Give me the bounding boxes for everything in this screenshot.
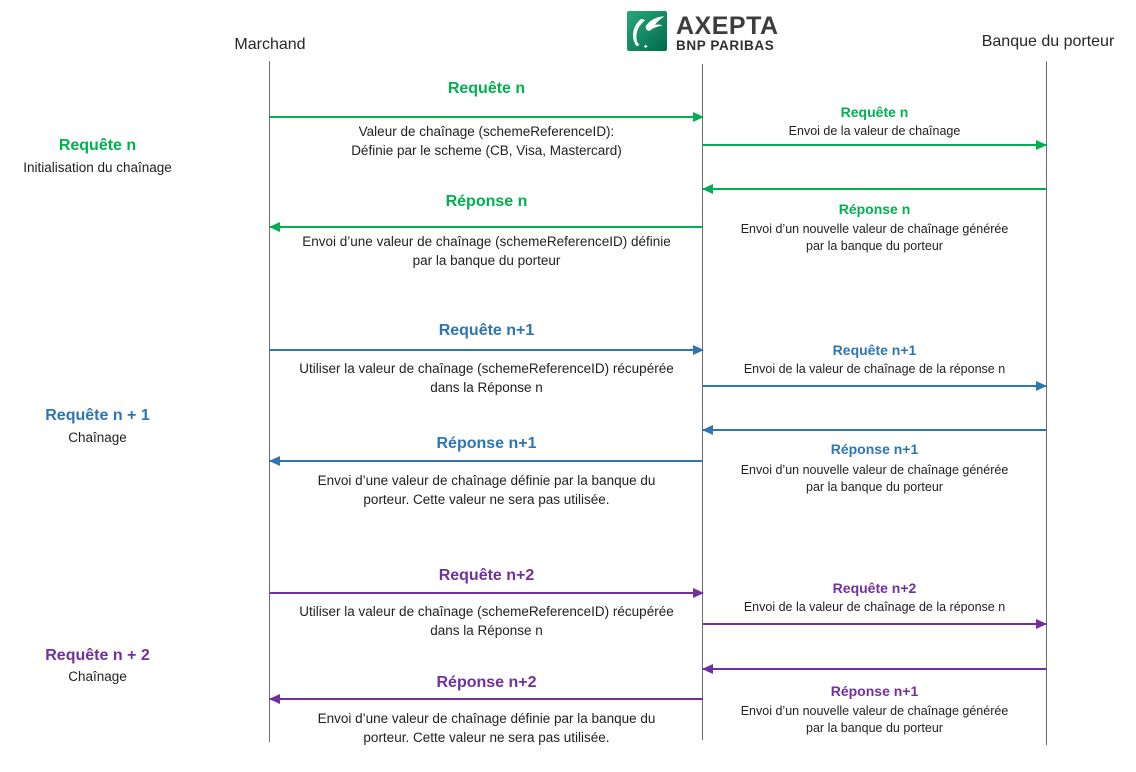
message-title: Requête n+2: [832, 580, 917, 596]
desc-line-1: Envoi d’un nouvelle valeur de chaînage g…: [740, 463, 1009, 477]
desc-line-2: par la banque du porteur: [806, 721, 943, 735]
side-label-requete-n1-subtitle: Chaînage: [68, 430, 127, 445]
arrow-requete-n-axepta-to-bank: [703, 140, 1047, 150]
message-description: Envoi de la valeur de chaînage: [788, 124, 961, 138]
side-label-requete-n2-subtitle: Chaînage: [68, 669, 127, 684]
desc-line-1: Utiliser la valeur de chaînage (schemeRe…: [299, 361, 674, 376]
desc-line-2: dans la Réponse n: [430, 380, 543, 395]
desc-line-2: dans la Réponse n: [430, 623, 543, 638]
axepta-bnp-paribas-logo: AXEPTA BNP PARIBAS: [627, 11, 779, 56]
message-description: Valeur de chaînage (schemeReferenceID): …: [270, 122, 703, 160]
message-title: Réponse n+1: [830, 683, 919, 699]
side-label-requete-n-title: Requête n: [58, 137, 137, 154]
logo-brand-text: AXEPTA: [676, 12, 779, 40]
message-title: Réponse n+1: [830, 441, 919, 457]
actor-merchant-label: Marchand: [234, 36, 306, 53]
lifeline-merchant: [269, 61, 270, 742]
message-title: Réponse n+2: [436, 674, 537, 691]
desc-line-2: par la banque du porteur: [806, 480, 943, 494]
message-description: Envoi d’une valeur de chaînage définie p…: [270, 471, 703, 509]
desc-line-1: Envoi d’un nouvelle valeur de chaînage g…: [740, 222, 1009, 236]
arrow-reponse-n1-bank-to-axepta: [702, 425, 1046, 435]
desc-line-2: porteur. Cette valeur ne sera pas utilis…: [363, 730, 610, 745]
side-label-requete-n2-title: Requête n + 2: [45, 647, 150, 664]
lifeline-axepta: [702, 64, 703, 740]
desc-line-1: Utiliser la valeur de chaînage (schemeRe…: [299, 604, 674, 619]
desc-line-1: Envoi d’un nouvelle valeur de chaînage g…: [740, 704, 1009, 718]
arrow-reponse-n-bank-to-axepta: [702, 184, 1046, 194]
desc-line-2: Définie par le scheme (CB, Visa, Masterc…: [351, 143, 622, 158]
message-title: Requête n+1: [832, 342, 917, 358]
actor-bank-label: Banque du porteur: [981, 33, 1115, 50]
message-description: Envoi d’un nouvelle valeur de chaînage g…: [703, 462, 1046, 496]
arrow-reponse-n2-bank-to-axepta: [702, 664, 1046, 674]
message-description: Envoi de la valeur de chaînage de la rép…: [743, 362, 1006, 376]
desc-line-1: Envoi d’une valeur de chaînage définie p…: [317, 473, 656, 488]
message-description: Envoi d’une valeur de chaînage (schemeRe…: [270, 232, 703, 270]
arrow-reponse-n-axepta-to-merchant: [269, 222, 703, 232]
message-title: Réponse n: [838, 201, 911, 217]
message-description: Utiliser la valeur de chaînage (schemeRe…: [270, 359, 703, 397]
message-description: Envoi de la valeur de chaînage de la rép…: [743, 600, 1006, 614]
desc-line-2: par la banque du porteur: [806, 239, 943, 253]
message-description: Envoi d’un nouvelle valeur de chaînage g…: [703, 703, 1046, 737]
side-label-requete-n-subtitle: Initialisation du chaînage: [23, 160, 172, 175]
bnp-paribas-logo-icon: [627, 11, 667, 56]
side-label-requete-n1-title: Requête n + 1: [45, 407, 150, 424]
arrow-requete-n1-merchant-to-axepta: [270, 345, 704, 355]
desc-line-1: Valeur de chaînage (schemeReferenceID):: [358, 124, 615, 139]
message-title: Réponse n: [445, 193, 528, 210]
desc-line-1: Envoi d’une valeur de chaînage définie p…: [317, 711, 656, 726]
lifeline-bank: [1046, 61, 1047, 745]
message-description: Envoi d’un nouvelle valeur de chaînage g…: [703, 221, 1046, 255]
logo-subbrand-text: BNP PARIBAS: [676, 38, 775, 53]
desc-line-2: par la banque du porteur: [412, 253, 561, 268]
message-title: Requête n: [447, 80, 526, 97]
message-description: Utiliser la valeur de chaînage (schemeRe…: [270, 602, 703, 640]
message-title: Requête n+2: [438, 567, 535, 584]
arrow-reponse-n2-axepta-to-merchant: [269, 694, 703, 704]
message-description: Envoi d’une valeur de chaînage définie p…: [270, 709, 703, 747]
desc-line-2: porteur. Cette valeur ne sera pas utilis…: [363, 492, 610, 507]
message-title: Requête n: [840, 104, 909, 120]
arrow-requete-n2-merchant-to-axepta: [270, 588, 704, 598]
arrow-requete-n-merchant-to-axepta: [270, 112, 704, 122]
message-title: Réponse n+1: [436, 435, 537, 452]
desc-line-1: Envoi d’une valeur de chaînage (schemeRe…: [302, 234, 671, 249]
arrow-requete-n2-axepta-to-bank: [703, 619, 1047, 629]
arrow-reponse-n1-axepta-to-merchant: [269, 456, 703, 466]
message-title: Requête n+1: [438, 322, 535, 339]
arrow-requete-n1-axepta-to-bank: [703, 381, 1047, 391]
